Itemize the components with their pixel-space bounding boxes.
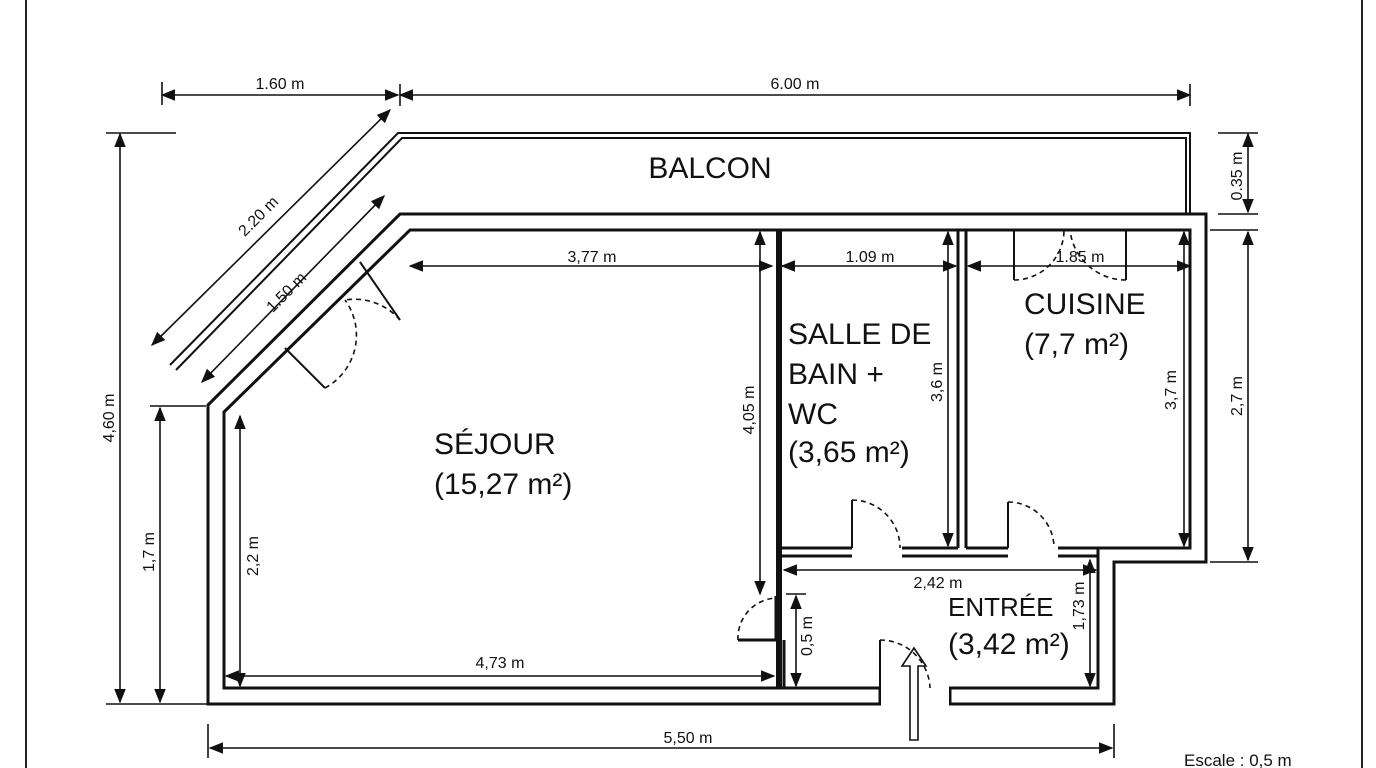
room-sdb-area: (3,65 m²) — [788, 436, 910, 469]
dim-entree-height: 1,73 m — [1071, 582, 1088, 631]
room-cuisine-label: CUISINE — [1024, 288, 1146, 321]
room-sdb-line3: WC — [788, 398, 838, 431]
dim-sejour-bottom: 4,73 m — [476, 655, 525, 672]
dim-cuisine-width: 1.85 m — [1056, 249, 1105, 266]
dim-sdb-height: 3,6 m — [929, 362, 946, 402]
dim-sejour-right: 4,05 m — [741, 386, 758, 435]
dim-right-total: 2,7 m — [1229, 376, 1246, 416]
entrance-door[interactable] — [879, 639, 931, 689]
dim-sejour-left: 2,2 m — [245, 536, 262, 576]
dim-left-total: 4,60 m — [101, 394, 118, 443]
dim-left-lower: 1,7 m — [141, 532, 158, 572]
dim-line-diag-inner — [200, 194, 386, 384]
scale-label: Escale : 0,5 m — [1184, 751, 1292, 768]
dim-diag-outer: 2.20 m — [236, 194, 283, 241]
room-sejour-area: (15,27 m²) — [434, 468, 572, 501]
room-sdb-line2: BAIN + — [788, 358, 884, 391]
dim-entree-width: 2,42 m — [914, 575, 963, 592]
bathroom-door[interactable] — [851, 499, 901, 549]
dim-sejour-width: 3,77 m — [568, 249, 617, 266]
dim-cuisine-height: 3,7 m — [1163, 370, 1180, 410]
dim-door-gap: 0,5 m — [799, 616, 816, 656]
entrance-gap — [881, 686, 949, 706]
dim-top-left: 1.60 m — [256, 76, 305, 93]
room-sejour-label: SÉJOUR — [434, 428, 556, 461]
entrance-jambs — [878, 688, 952, 704]
entree-left-wall — [738, 596, 786, 688]
room-cuisine-area: (7,7 m²) — [1024, 328, 1129, 361]
room-sdb-line1: SALLE DE — [788, 318, 931, 351]
room-entree-area: (3,42 m²) — [948, 628, 1070, 661]
outer-wall — [206, 212, 1208, 706]
room-entree-label: ENTRÉE — [948, 592, 1053, 622]
entrance-arrow — [900, 646, 928, 741]
room-balcon-label: BALCON — [648, 152, 771, 185]
dim-sdb-width: 1.09 m — [846, 249, 895, 266]
dim-bottom-total: 5,50 m — [664, 730, 713, 747]
dim-balcon-depth: 0.35 m — [1229, 152, 1246, 201]
dim-top-main: 6.00 m — [771, 76, 820, 93]
sejour-entree-door[interactable] — [737, 597, 777, 641]
sejour-bath-wall — [776, 230, 782, 688]
kitchen-door[interactable] — [1007, 501, 1055, 549]
